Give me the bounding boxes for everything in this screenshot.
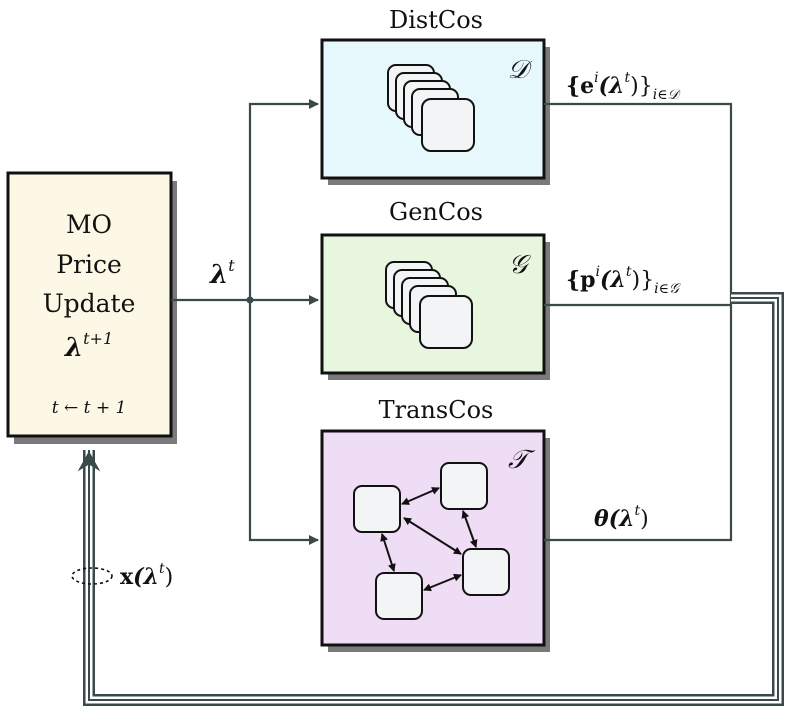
- mo-line-3: Update: [43, 289, 136, 318]
- lambda-distribution-arrows: [171, 99, 319, 545]
- distcos-agent-stack-icon: [387, 64, 475, 152]
- output-collector-lines: [544, 102, 733, 542]
- mo-line-2: Price: [56, 250, 122, 279]
- lambda-next-label: λt+1: [64, 329, 113, 363]
- feedback-triple-line: [77, 292, 784, 706]
- gencos-box: GenCos 𝒢: [320, 198, 550, 380]
- transcos-title: TransCos: [379, 396, 494, 424]
- gencos-output-label: {pi(λt)}i∈𝒢: [566, 264, 681, 297]
- gencos-title: GenCos: [389, 198, 483, 226]
- distcos-box: DistCos 𝒟: [320, 6, 550, 185]
- mo-line-1: MO: [66, 210, 112, 239]
- iteration-counter: t ← t + 1: [52, 398, 127, 418]
- distcos-title: DistCos: [389, 6, 483, 34]
- lambda-junction-dot: [246, 296, 254, 304]
- lambda-t-label: λt: [209, 256, 235, 290]
- transmission-network-icon: [353, 462, 510, 620]
- gencos-agent-stack-icon: [385, 261, 473, 349]
- feedback-x-label: x(λt): [120, 561, 173, 590]
- gencos-symbol: 𝒢: [509, 250, 532, 280]
- mo-price-update-box: MO Price Update λt+1 t ← t + 1: [6, 171, 177, 444]
- feedback-dashed-ellipse-icon: [71, 567, 113, 585]
- transcos-box: TransCos 𝒯: [320, 396, 550, 652]
- transcos-output-label: θ(λt): [594, 503, 649, 532]
- distcos-output-label: {ei(λt)}i∈𝒟: [566, 70, 682, 103]
